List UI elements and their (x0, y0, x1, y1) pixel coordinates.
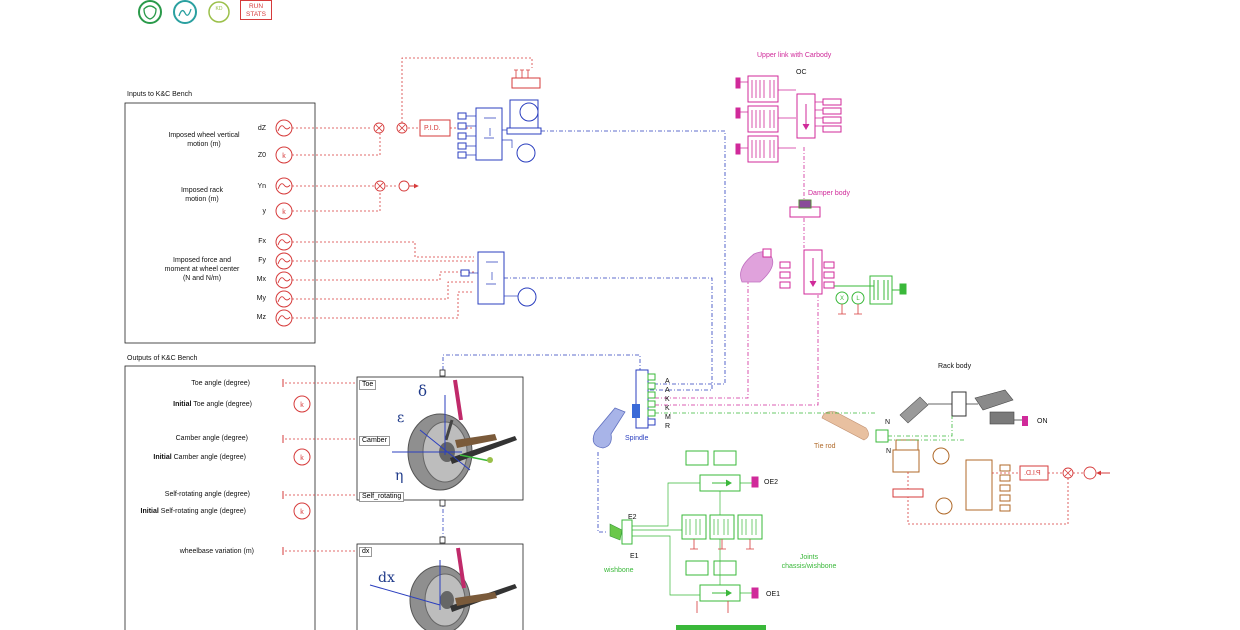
wheel-motion-block (457, 77, 542, 163)
inputs-title: Inputs to K&C Bench (127, 91, 192, 98)
spindle-block (592, 369, 656, 449)
input-wiring (292, 57, 533, 319)
port-fy: Fy (258, 257, 266, 264)
output-camber-label: Camber angle (degree) (175, 435, 248, 442)
oe2-label: OE2 (764, 479, 779, 486)
pid-label: P.I.D. (424, 125, 441, 132)
port-yn: Yn (257, 183, 266, 190)
joints-chassis-wishbone (681, 450, 763, 602)
port-my: My (256, 295, 266, 302)
tag-toe: Toe (359, 380, 377, 390)
spindle-port-r: R (665, 423, 671, 430)
input-sources (275, 119, 293, 327)
port-mz: Mz (256, 314, 266, 321)
output-initial-camber-label: Initial Camber angle (degree) (153, 454, 246, 461)
output-initial-toe-label: Initial Toe angle (degree) (173, 401, 252, 408)
spindle-port-a1: A (665, 378, 670, 385)
svg-text:X: X (840, 296, 844, 302)
tie-rod-label: Tie rod (814, 443, 836, 450)
pink-wiring (655, 147, 819, 406)
input-group-rack-label: Imposed rack motion (m) (180, 187, 224, 203)
damper-joints (834, 275, 907, 305)
wishbone (609, 519, 633, 545)
port-dz: dZ (257, 125, 266, 132)
input-group-wheel-label: Imposed wheel vertical motion (m) (168, 132, 240, 148)
output-self-rotating-label: Self-rotating angle (degree) (164, 491, 250, 498)
imposed-force-block (460, 251, 537, 307)
run-stats-line1: RUN (248, 3, 264, 10)
upper-link-label: Upper link with Carbody (757, 52, 832, 59)
port-mx: Mx (256, 276, 266, 283)
spindle-label: Spindle (625, 435, 649, 442)
port-fx: Fx (258, 238, 266, 245)
wheel-3d-top (392, 379, 517, 491)
svg-text:k: k (300, 402, 304, 409)
e2-label: E2 (628, 514, 637, 521)
pid-block (419, 119, 451, 137)
inputs-frame (124, 102, 316, 344)
svg-text:L: L (856, 296, 860, 302)
rack-wiring (907, 472, 1084, 525)
port-y: y (262, 208, 267, 215)
eta-symbol: η (395, 468, 404, 484)
svg-text:k: k (282, 209, 286, 216)
damper-label: Damper body (808, 190, 851, 197)
input-group-force-label: Imposed force and moment at wheel center… (164, 257, 240, 282)
rack-label: Rack body (938, 363, 972, 370)
rack-body (899, 389, 1028, 426)
output-initial-self-rotating-label: Initial Self-rotating angle (degree) (140, 508, 246, 515)
tag-self-rotating: Self_rotating (359, 492, 405, 502)
source-waves (277, 125, 291, 322)
tie-rod (821, 411, 1097, 515)
n-label-1: N (885, 419, 891, 426)
oe1-label: OE1 (766, 591, 781, 598)
run-stats-button[interactable]: RUN STATS (240, 0, 272, 20)
output-wiring (285, 382, 357, 552)
spindle-port-k1: K (665, 396, 670, 403)
e1-label: E1 (630, 553, 639, 560)
check-icon (143, 5, 157, 20)
pid-reversed-label: P.I.D. (1024, 470, 1041, 477)
svg-text:k: k (282, 153, 286, 160)
upper-link-carbody (735, 75, 842, 163)
delta-symbol: δ (418, 382, 428, 400)
svg-text:k: k (300, 509, 304, 516)
curve-icon (178, 8, 192, 17)
wishbone-label: wishbone (604, 567, 634, 574)
oc-label: OC (796, 69, 807, 76)
dx-symbol: dx (378, 570, 395, 586)
port-z0: Z0 (257, 152, 266, 159)
tag-dx: dx (359, 547, 373, 557)
simulation-button[interactable] (171, 0, 199, 26)
n-label-2: N (886, 448, 892, 455)
epsilon-symbol: ε (397, 410, 405, 426)
blue-wiring (442, 130, 726, 543)
spindle-port-a2: A (665, 387, 670, 394)
damper-body (740, 199, 835, 295)
spindle-port-k2: K (665, 405, 670, 412)
model-check-button[interactable] (136, 0, 164, 26)
kd-button[interactable]: KD (206, 0, 232, 26)
output-wheelbase-label: wheelbase variation (m) (179, 548, 254, 555)
on-label: ON (1037, 418, 1048, 425)
constant-initial-camber (293, 448, 311, 466)
outputs-frame (124, 365, 316, 630)
svg-text:KD: KD (216, 6, 223, 12)
constant-initial-toe (293, 395, 311, 413)
run-stats-line2: STATS (246, 11, 266, 18)
output-circle-rack (398, 180, 410, 192)
constant-initial-self-rotating (293, 502, 311, 520)
spindle-port-m: M (665, 414, 671, 421)
outputs-title: Outputs of K&C Bench (127, 355, 198, 362)
tag-camber: Camber (359, 436, 390, 446)
wheel-3d-bottom (369, 547, 517, 630)
svg-text:k: k (300, 455, 304, 462)
output-toe-label: Toe angle (degree) (191, 380, 250, 387)
spindle-3d-icon (592, 407, 626, 449)
